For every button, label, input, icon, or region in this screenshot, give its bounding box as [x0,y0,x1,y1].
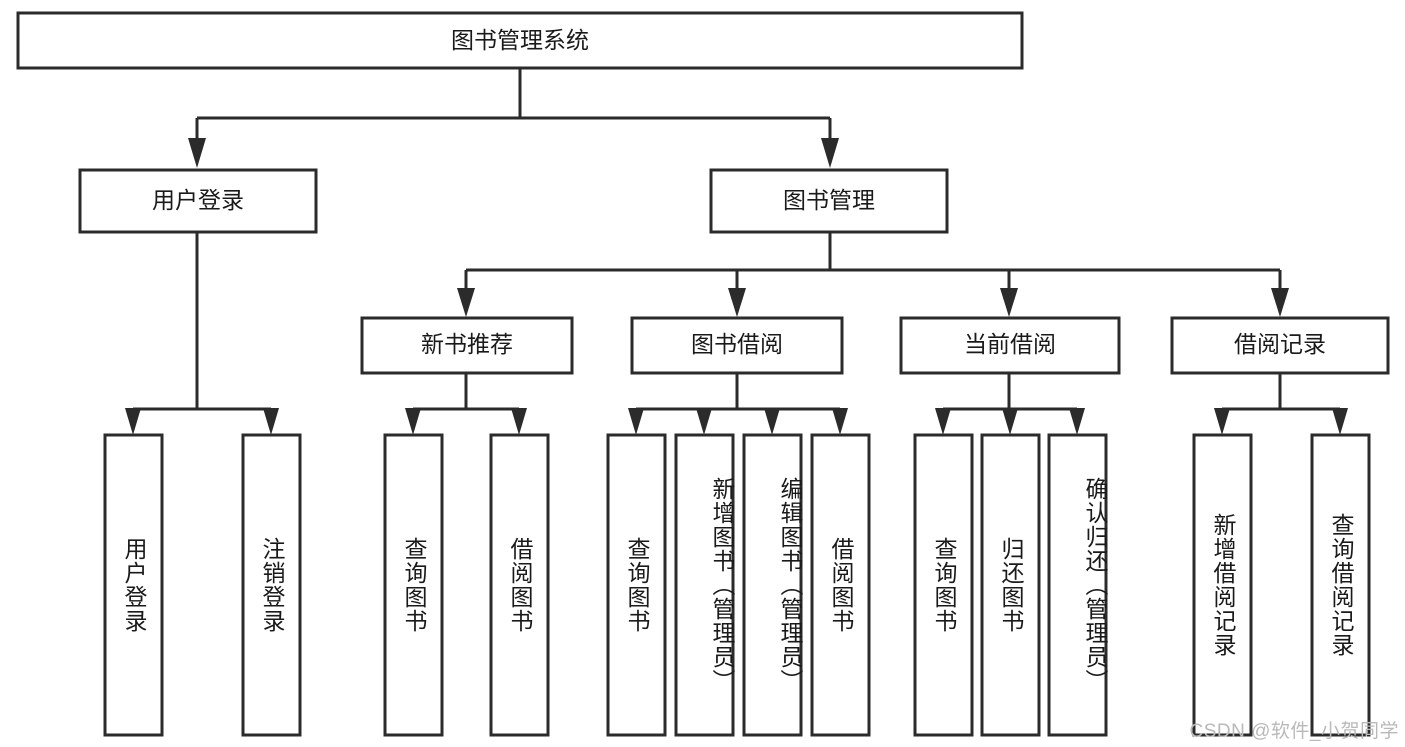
arrow-head-book-borrow [728,288,746,317]
node-book-borrow-box[interactable] [630,316,844,375]
node-book-management[interactable]: 图书管理 [709,168,949,234]
node-new-book-recommend[interactable]: 新书推荐 [360,316,574,375]
node-leaf-query-record-box[interactable] [1310,433,1371,737]
node-book-management-box[interactable] [709,168,949,234]
connector-group-book-borrow [628,373,848,435]
node-leaf-borrow-book-2-box[interactable] [810,433,871,737]
arrow-head-leaf-query-book-2 [628,408,644,435]
arrow-head-current-borrow [1000,288,1018,317]
node-leaf-confirm-return-box[interactable] [1047,433,1108,737]
node-leaf-logout-login-box[interactable] [241,433,302,737]
node-root-label: 图书管理系统 [451,27,589,53]
node-borrow-record[interactable]: 借阅记录 [1170,316,1390,375]
arrow-head-leaf-add-record [1214,408,1230,435]
arrow-head-borrow-record [1271,288,1289,317]
node-current-borrow-box[interactable] [899,316,1121,375]
node-user-login-label: 用户登录 [152,187,244,213]
node-leaf-add-record-box[interactable] [1192,433,1253,737]
arrow-head-leaf-query-book-3 [935,408,951,435]
node-borrow-record-label: 借阅记录 [1234,331,1326,357]
node-new-book-recommend-box[interactable] [360,316,574,375]
arrow-head-user-login [188,138,206,168]
node-root[interactable]: 图书管理系统 [16,11,1024,70]
node-book-management-label: 图书管理 [783,187,875,213]
node-book-borrow[interactable]: 图书借阅 [630,316,844,375]
node-leaf-query-book-1-box[interactable] [383,433,444,737]
arrow-head-leaf-confirm-return [1069,408,1085,435]
connector-group-root [188,68,839,168]
node-leaf-borrow-book-1-box[interactable] [489,433,550,737]
csdn-watermark: CSDN @软件_小贺同学 [1189,721,1399,742]
node-leaf-query-book-3-box[interactable] [913,433,974,737]
node-leaf-return-book-box[interactable] [980,433,1041,737]
node-leaf-add-book-box[interactable] [674,433,735,737]
node-book-borrow-label: 图书借阅 [691,331,783,357]
connector-group-borrow-record [1214,373,1348,435]
node-new-book-recommend-label: 新书推荐 [421,331,513,357]
arrow-head-leaf-return-book [1002,408,1018,435]
arrow-head-leaf-query-book-1 [405,408,421,435]
node-leaf-query-book-2-box[interactable] [606,433,667,737]
arrow-head-leaf-edit-book [764,408,780,435]
arrow-head-book-mgmt [821,138,839,168]
arrow-head-leaf-logout-login [263,408,279,435]
node-user-login-box[interactable] [78,168,318,234]
arrow-head-leaf-borrow-book-1 [511,408,527,435]
connector-group-user-login [125,232,279,435]
node-user-login[interactable]: 用户登录 [78,168,318,234]
node-root-box[interactable] [16,11,1024,70]
arrow-head-leaf-query-record [1332,408,1348,435]
connector-group-new-book-recommend [405,373,527,435]
connector-group-book-mgmt [457,232,1289,317]
node-current-borrow-label: 当前借阅 [964,331,1056,357]
arrow-head-leaf-user-login [125,408,141,435]
node-borrow-record-box[interactable] [1170,316,1390,375]
arrow-head-new-book-recommend [457,288,475,317]
node-leaf-edit-book-box[interactable] [742,433,803,737]
connector-group-current-borrow [935,373,1085,435]
arrow-head-leaf-add-book [696,408,712,435]
node-current-borrow[interactable]: 当前借阅 [899,316,1121,375]
arrow-head-leaf-borrow-book-2 [832,408,848,435]
node-leaf-user-login-box[interactable] [103,433,164,737]
